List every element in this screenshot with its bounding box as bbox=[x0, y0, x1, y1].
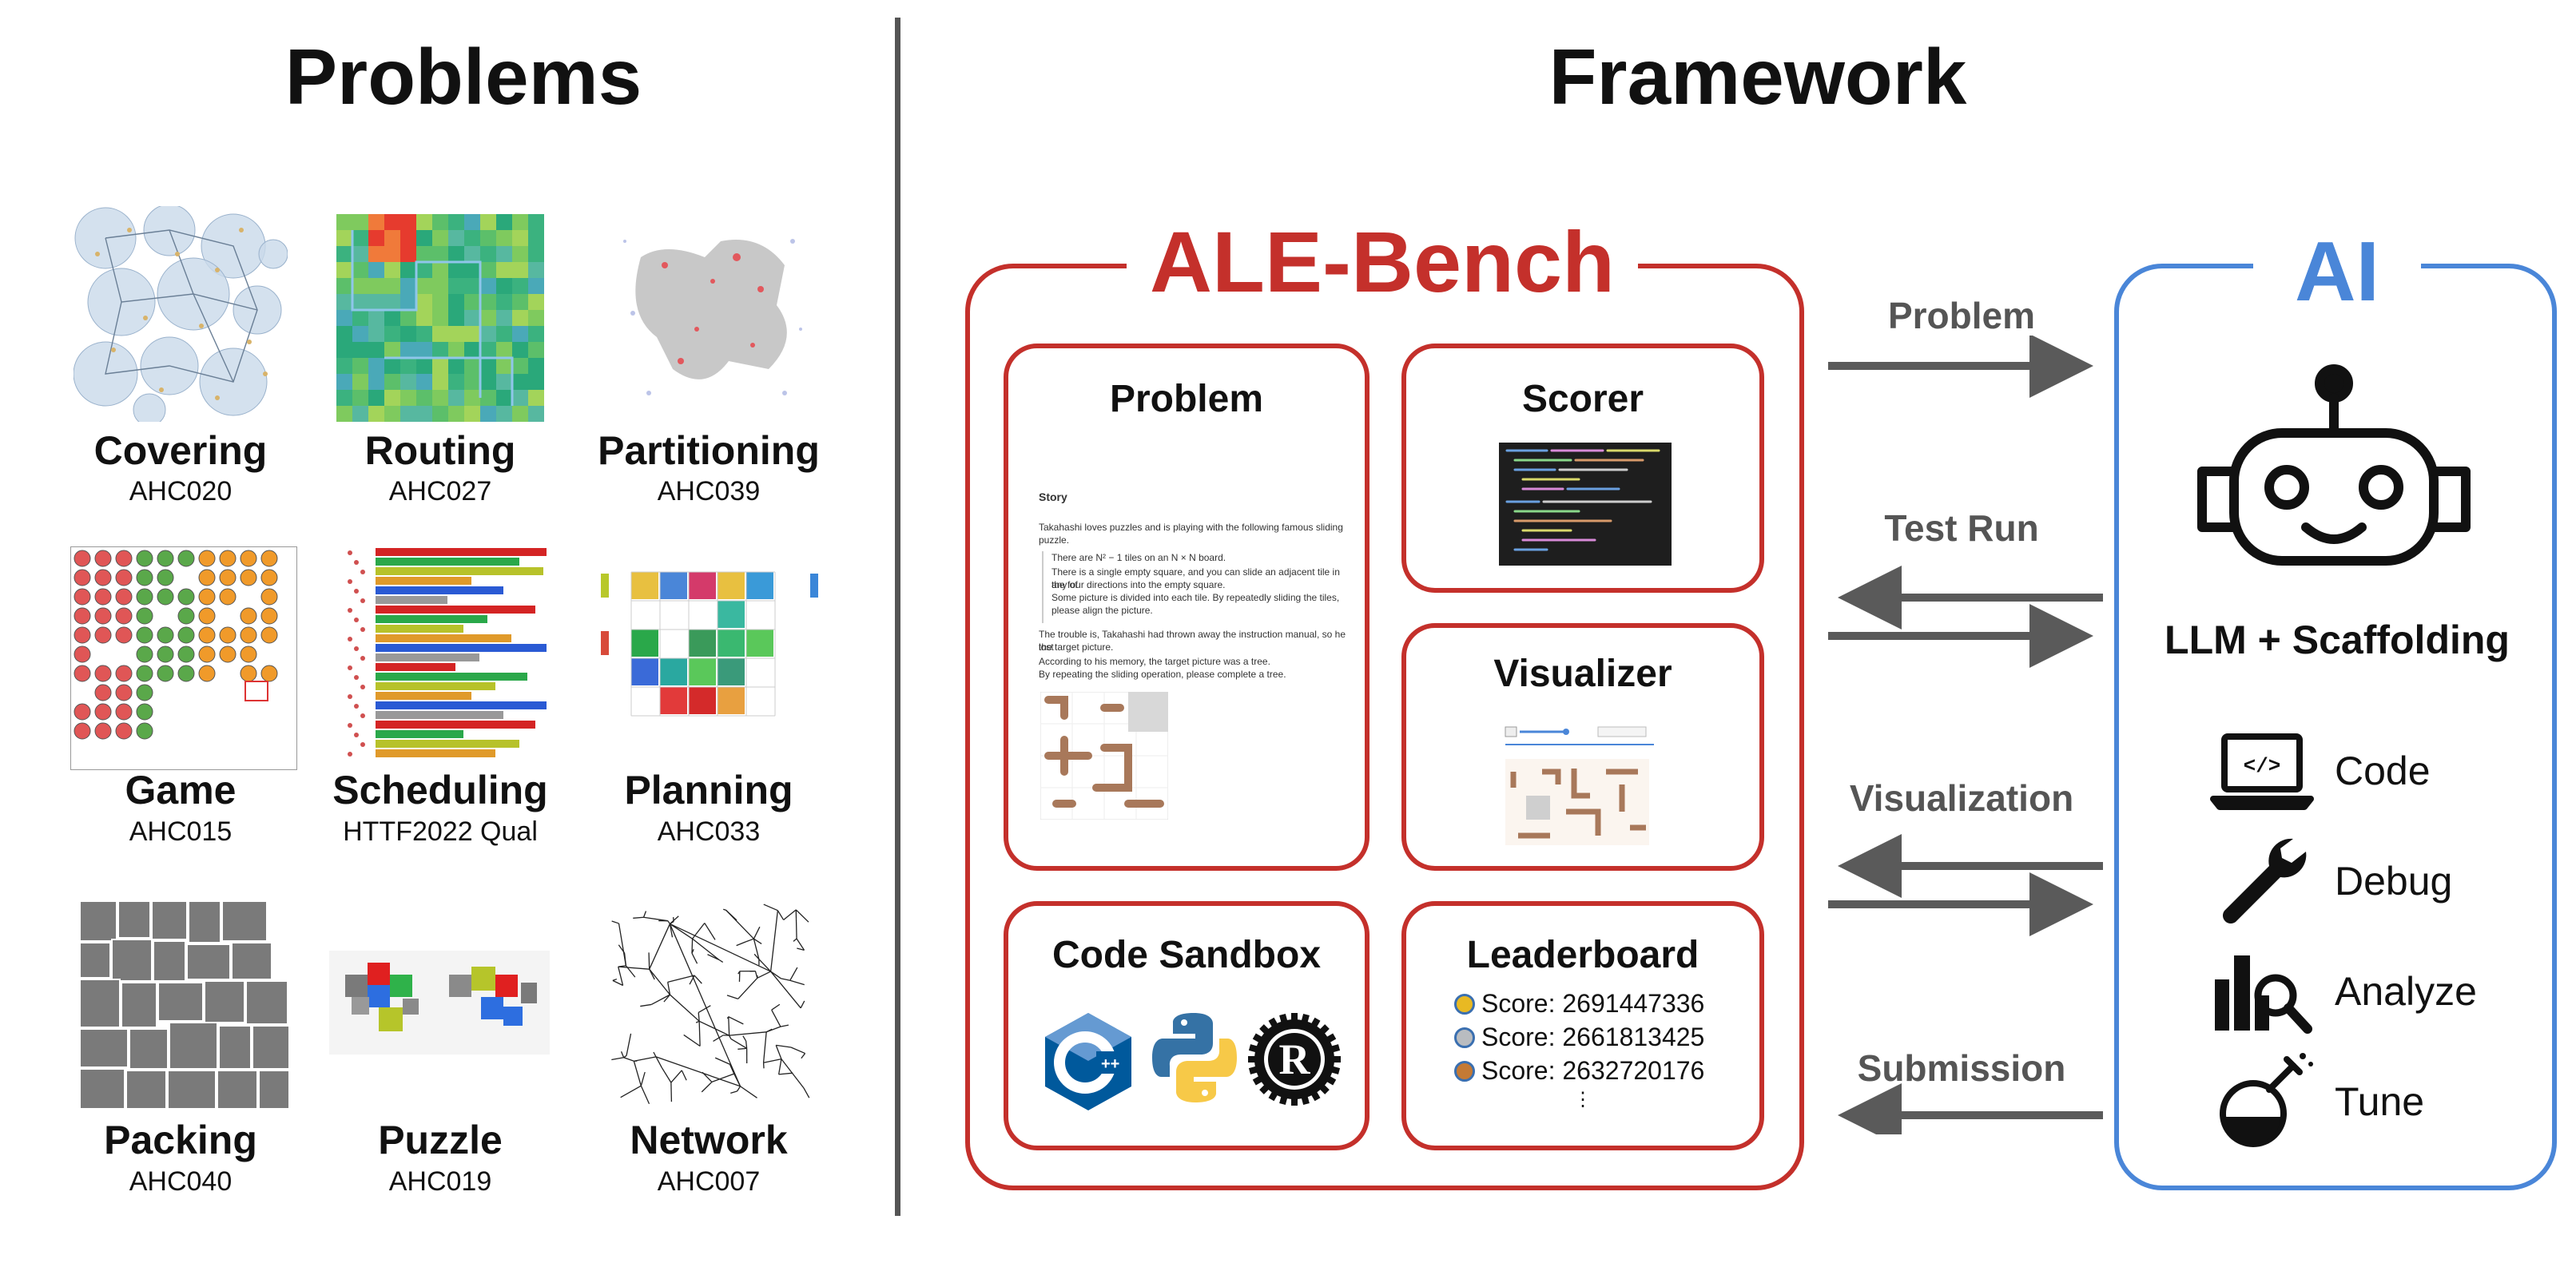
story-line: Takahashi loves puzzles and is playing w… bbox=[1039, 522, 1343, 546]
score-label: Score: 2691447336 bbox=[1481, 989, 1705, 1018]
partitioning-thumbnail bbox=[601, 209, 815, 425]
problem-name: Planning bbox=[624, 768, 793, 812]
score-label: Score: 2632720176 bbox=[1481, 1056, 1705, 1085]
leaderboard-row: Score: 2632720176 bbox=[1454, 1056, 1704, 1086]
story-line: There is a single empty square, and you … bbox=[1051, 566, 1340, 590]
problem-name: Covering bbox=[93, 428, 268, 473]
story-quote-bar bbox=[1042, 551, 1044, 623]
visualizer-card-title: Visualizer bbox=[1493, 653, 1672, 695]
problem-code: AHC033 bbox=[657, 816, 761, 847]
chart-magnifier-icon bbox=[2215, 955, 2312, 1034]
ale-bench-title: ALE-Bench bbox=[1127, 212, 1638, 312]
capability-label: Debug bbox=[2335, 859, 2453, 904]
problem-code: AHC019 bbox=[388, 1166, 492, 1197]
problem-name: Game bbox=[125, 768, 237, 812]
story-heading: Story bbox=[1039, 491, 1067, 503]
scorer-card-title: Scorer bbox=[1521, 378, 1644, 420]
problem-code: AHC007 bbox=[657, 1166, 761, 1197]
ai-subtitle: LLM + Scaffolding bbox=[2165, 618, 2510, 662]
visualizer-card: Visualizer bbox=[1401, 623, 1764, 871]
rust-logo-icon: R bbox=[1248, 1013, 1341, 1106]
svg-text:++: ++ bbox=[1101, 1055, 1119, 1073]
story-line: Some picture is divided into each tile. … bbox=[1051, 592, 1340, 603]
story-line: By repeating the sliding operation, plea… bbox=[1039, 669, 1286, 680]
leaderboard-row: Score: 2661813425 bbox=[1454, 1023, 1704, 1052]
visualizer-screenshot bbox=[1502, 724, 1662, 848]
score-label: Score: 2661813425 bbox=[1481, 1023, 1705, 1051]
puzzle-thumbnail bbox=[329, 951, 550, 1055]
routing-thumbnail bbox=[336, 214, 544, 423]
gold-medal-icon bbox=[1454, 993, 1475, 1015]
problem-code: AHC015 bbox=[129, 816, 233, 847]
wrench-icon bbox=[2223, 838, 2307, 923]
cpp-logo-icon: ++ bbox=[1045, 1013, 1131, 1110]
svg-text:</>: </> bbox=[2244, 754, 2281, 778]
story-line: The trouble is, Takahashi had thrown awa… bbox=[1039, 629, 1346, 653]
problem-name: Routing bbox=[364, 428, 516, 473]
flow-arrows bbox=[1828, 336, 2103, 1134]
problem-code: AHC027 bbox=[388, 476, 492, 506]
flask-icon bbox=[2220, 1053, 2313, 1147]
silver-medal-icon bbox=[1454, 1027, 1475, 1048]
problem-name: Scheduling bbox=[332, 768, 548, 812]
robot-icon bbox=[2197, 364, 2471, 566]
visualization-arrow-label: Visualization bbox=[1849, 777, 2074, 819]
leaderboard-more: ⋮ bbox=[1573, 1089, 1592, 1110]
story-line: There are N² − 1 tiles on an N × N board… bbox=[1051, 552, 1226, 563]
problem-name: Network bbox=[630, 1118, 788, 1162]
packing-thumbnail bbox=[80, 901, 289, 1110]
problem-card-title: Problem bbox=[1109, 378, 1264, 420]
framework-title: Framework bbox=[1548, 33, 1967, 121]
capability-label: Code bbox=[2335, 749, 2431, 793]
capability-label: Tune bbox=[2335, 1079, 2425, 1124]
problems-title: Problems bbox=[284, 33, 642, 121]
problem-code: AHC039 bbox=[657, 476, 761, 506]
problem-name: Packing bbox=[104, 1118, 257, 1162]
bronze-medal-icon bbox=[1454, 1060, 1475, 1082]
submission-arrow-label: Submission bbox=[1857, 1047, 2066, 1089]
capability-label: Analyze bbox=[2335, 969, 2477, 1014]
scorer-card: Scorer bbox=[1401, 344, 1764, 593]
game-thumbnail bbox=[70, 546, 297, 770]
problem-card: Problem Story Takahashi loves puzzles an… bbox=[1004, 344, 1369, 871]
sliding-puzzle-image bbox=[1040, 692, 1168, 820]
code-sandbox-card: Code Sandbox ++ R bbox=[1004, 901, 1369, 1150]
planning-thumbnail bbox=[601, 558, 821, 725]
scheduling-thumbnail bbox=[334, 546, 547, 762]
story-line: the four directions into the empty squar… bbox=[1051, 579, 1226, 590]
problem-name: Puzzle bbox=[378, 1118, 503, 1162]
problem-name: Partitioning bbox=[598, 428, 820, 473]
problem-code: AHC020 bbox=[129, 476, 233, 506]
covering-thumbnail bbox=[74, 206, 288, 422]
story-line: According to his memory, the target pict… bbox=[1039, 656, 1270, 667]
laptop-code-icon: </> bbox=[2210, 733, 2314, 810]
leaderboard-card: Leaderboard Score: 2691447336 Score: 266… bbox=[1401, 901, 1764, 1150]
python-logo-icon bbox=[1152, 1013, 1237, 1102]
problem-code: AHC040 bbox=[129, 1166, 233, 1197]
network-thumbnail bbox=[607, 900, 813, 1109]
code-editor-screenshot bbox=[1499, 443, 1672, 566]
problem-code: HTTF2022 Qual bbox=[343, 816, 538, 847]
test-run-arrow-label: Test Run bbox=[1884, 507, 2039, 549]
leaderboard-title: Leaderboard bbox=[1466, 934, 1699, 976]
problem-arrow-label: Problem bbox=[1887, 295, 2036, 336]
story-line: the target picture. bbox=[1039, 641, 1114, 653]
svg-text:R: R bbox=[1279, 1035, 1311, 1083]
code-sandbox-title: Code Sandbox bbox=[1051, 934, 1322, 976]
ai-title: AI bbox=[2253, 224, 2421, 320]
leaderboard-row: Score: 2691447336 bbox=[1454, 989, 1704, 1019]
story-line: please align the picture. bbox=[1051, 605, 1153, 616]
section-divider bbox=[895, 18, 900, 1216]
